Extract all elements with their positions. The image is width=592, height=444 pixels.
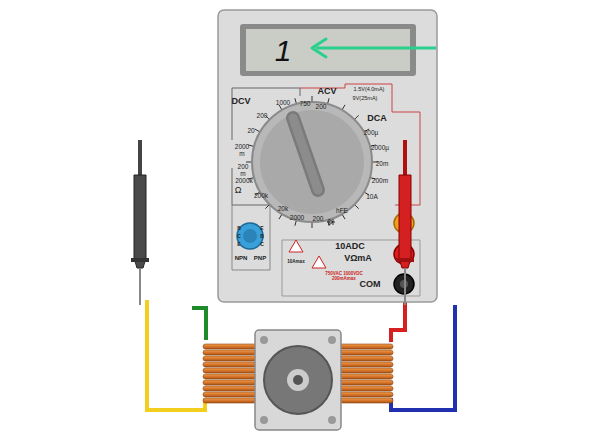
- coil-winding: [340, 398, 393, 403]
- meter-label: Ω: [235, 186, 242, 195]
- coil-winding: [203, 398, 256, 403]
- meter-label: 200k: [254, 193, 268, 200]
- coil-winding: [340, 350, 393, 355]
- dial-tick: [328, 98, 329, 103]
- coil-winding: [203, 356, 256, 361]
- dial-tick: [355, 205, 359, 209]
- meter-label: 10Amax: [287, 260, 304, 265]
- meter-label: E: [260, 226, 263, 231]
- meter-label: 9V(25mA): [353, 96, 378, 102]
- meter-label: DCA: [367, 114, 387, 123]
- meter-label: 10ADC: [335, 242, 365, 251]
- coil-winding: [203, 380, 256, 385]
- meter-label: 2000µ: [371, 145, 389, 152]
- meter-label: 200: [313, 216, 324, 223]
- meter-label: PNP: [254, 255, 266, 261]
- meter-label: 750VAC 1000VDC 200mAmax: [324, 272, 364, 281]
- meter-label: C: [260, 242, 264, 247]
- meter-label: ACV: [317, 87, 336, 96]
- meter-label: 2000k: [235, 178, 253, 185]
- dial-tick: [355, 115, 359, 119]
- dial-tick: [255, 129, 259, 132]
- display-reading: 1: [275, 36, 292, 66]
- dial-tick: [312, 96, 313, 101]
- meter-label: E: [237, 242, 240, 247]
- meter-label: 750: [300, 101, 311, 108]
- dial-tick: [295, 221, 296, 226]
- meter-label: C: [237, 234, 241, 239]
- meter-label: VΩmA: [344, 254, 372, 263]
- coil-winding: [340, 380, 393, 385]
- meter-label: 200m: [372, 178, 388, 185]
- dial-tick: [246, 162, 251, 163]
- meter-label: 200: [316, 104, 327, 111]
- meter-label: 2000 m: [234, 144, 250, 157]
- meter-label: 20m: [376, 161, 389, 168]
- coil-winding: [203, 350, 256, 355]
- meter-label: NPN: [235, 255, 248, 261]
- coil-winding: [203, 362, 256, 367]
- coil-winding: [340, 356, 393, 361]
- dial-tick: [265, 205, 269, 209]
- meter-label: 10A: [366, 194, 378, 201]
- dial-tick: [295, 98, 296, 103]
- meter-label: COM: [360, 280, 381, 289]
- coil-winding: [203, 368, 256, 373]
- coil-winding: [340, 374, 393, 379]
- dial-tick: [343, 105, 346, 109]
- coil-winding: [203, 392, 256, 397]
- meter-label: 1.5V(4.0mA): [354, 87, 385, 93]
- meter-label: 2000: [290, 215, 304, 222]
- meter-label: B: [260, 234, 264, 239]
- coil-winding: [203, 374, 256, 379]
- coil-winding: [340, 368, 393, 373]
- dial-tick: [343, 215, 346, 219]
- coil-winding: [340, 392, 393, 397]
- coil-winding: [340, 362, 393, 367]
- meter-label: 200: [257, 113, 268, 120]
- meter-label: 200µ: [364, 130, 379, 137]
- coil-winding: [203, 344, 256, 349]
- dial-tick: [312, 223, 313, 228]
- coil-winding: [203, 386, 256, 391]
- meter-label: 200 m: [236, 164, 250, 177]
- dial-tick: [279, 215, 282, 219]
- meter-label: 20k: [278, 206, 288, 213]
- meter-label: 20: [247, 128, 254, 135]
- coil-winding: [340, 386, 393, 391]
- coil-winding: [340, 344, 393, 349]
- meter-label: 1000: [276, 100, 290, 107]
- meter-label: DCV: [231, 97, 250, 106]
- meter-label: B: [237, 226, 241, 231]
- meter-label: hFE: [336, 208, 348, 215]
